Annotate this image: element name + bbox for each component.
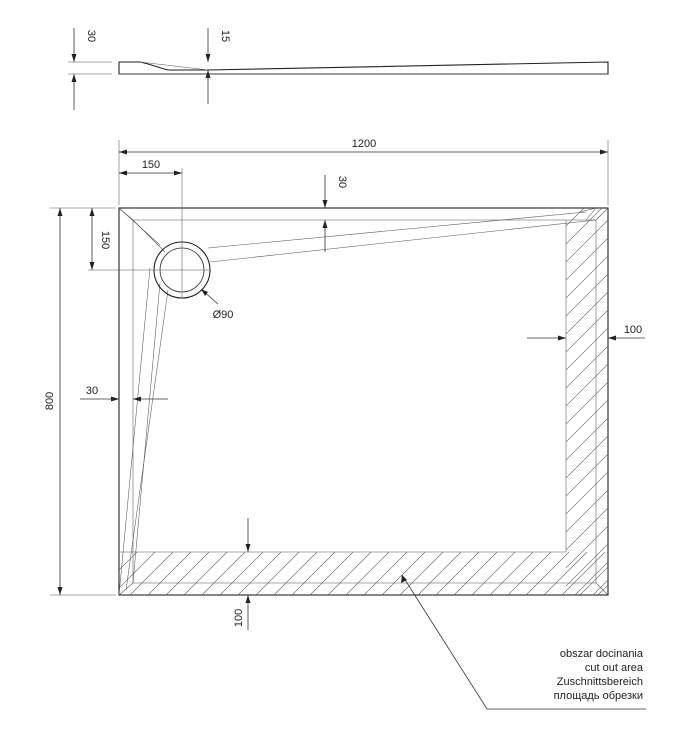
- hatch-line: [201, 552, 246, 595]
- hatch-line: [566, 309, 608, 353]
- hatch-line: [566, 525, 608, 569]
- dim-slope-left-label: 30: [86, 385, 98, 397]
- hatch-line: [417, 552, 462, 595]
- hatch-line: [566, 381, 608, 425]
- dim-side-drain-label: 15: [219, 30, 231, 42]
- dim-drain-offset-x-label: 150: [142, 159, 160, 171]
- dim-cut-right-label: 100: [624, 324, 642, 336]
- plan-view: 1200 150 800 150: [44, 138, 682, 630]
- hatch-line: [566, 208, 567, 209]
- dim-width-label: 1200: [352, 138, 376, 150]
- hatch-line: [255, 552, 300, 595]
- hatch-line: [453, 552, 498, 595]
- hatch-line: [561, 552, 606, 595]
- hatch-line: [273, 552, 318, 595]
- hatch-line: [363, 552, 408, 595]
- dim-drain-diameter-label: Ø90: [213, 309, 234, 321]
- drain: [88, 168, 211, 299]
- hatch-line: [566, 327, 608, 371]
- hatch-line: [183, 552, 228, 595]
- legend-label-pl: obszar docinania: [560, 648, 644, 660]
- hatch-line: [165, 552, 210, 595]
- hatch-line: [566, 255, 608, 299]
- hatch-line: [566, 471, 608, 515]
- legend-label-de: Zuschnittsbereich: [557, 676, 643, 688]
- hatch-line: [129, 552, 174, 595]
- cut-out-area-bottom: [119, 551, 659, 595]
- dim-drain-offset-x: 150: [119, 159, 182, 176]
- hatch-line: [435, 552, 480, 595]
- cut-out-legend: obszar docinania cut out area Zuschnitts…: [401, 574, 646, 710]
- hatch-line: [566, 399, 608, 443]
- hatch-line: [566, 237, 608, 281]
- side-view: 30 15: [68, 28, 609, 110]
- dim-cut-bottom-label: 100: [233, 609, 245, 627]
- legend-label-ru: площадь обрезки: [554, 690, 643, 702]
- hatch-line: [611, 208, 682, 595]
- hatch-line: [119, 552, 138, 571]
- hatch-line: [566, 417, 608, 461]
- dim-cut-bottom: 100: [233, 518, 251, 630]
- hatch-line: [237, 552, 282, 595]
- hatch-line: [291, 552, 336, 595]
- legend-label-en: cut out area: [585, 662, 644, 674]
- hatch-line: [543, 552, 588, 595]
- hatch-line: [147, 552, 192, 595]
- hatch-line: [119, 552, 120, 553]
- dim-side-height: 30: [68, 28, 112, 110]
- dim-cut-right: 100: [527, 324, 645, 341]
- hatch-line: [566, 345, 608, 389]
- hatch-line: [507, 552, 552, 595]
- tray-outline: [118, 207, 609, 596]
- hatch-line: [566, 489, 608, 533]
- hatch-line: [566, 291, 608, 335]
- dim-drain-diameter: Ø90: [201, 289, 233, 321]
- dim-slope-top-label: 30: [336, 176, 348, 188]
- hatch-line: [566, 208, 585, 227]
- hatch-line: [471, 552, 516, 595]
- cut-out-area-right: [565, 208, 682, 595]
- dim-height-label: 800: [44, 392, 56, 410]
- hatch-line: [345, 552, 390, 595]
- hatch-line: [327, 552, 372, 595]
- dim-height: 800: [44, 207, 116, 596]
- hatch-line: [566, 453, 608, 497]
- hatch-line: [119, 552, 156, 589]
- hatch-line: [566, 507, 608, 551]
- dim-width: 1200: [118, 138, 609, 205]
- hatch-line: [525, 552, 570, 595]
- hatch-line: [309, 552, 354, 595]
- hatch-line: [381, 552, 426, 595]
- dim-drain-offset-y: 150: [89, 208, 111, 270]
- hatch-line: [566, 543, 608, 587]
- dim-slope-top: 30: [322, 175, 348, 252]
- hatch-line: [566, 363, 608, 407]
- hatch-line: [566, 219, 608, 263]
- hatch-line: [579, 566, 608, 595]
- dim-side-height-label: 30: [85, 30, 97, 42]
- hatch-line: [574, 561, 608, 595]
- hatch-line: [616, 552, 659, 595]
- hatch-line: [566, 273, 608, 317]
- hatch-line: [489, 552, 534, 595]
- dim-drain-offset-y-label: 150: [99, 231, 111, 249]
- hatch-line: [219, 552, 264, 595]
- dim-side-drain: 15: [205, 28, 231, 104]
- dim-slope-left: 30: [80, 385, 168, 402]
- hatch-line: [566, 208, 603, 245]
- hatch-line: [399, 552, 444, 595]
- hatch-line: [597, 584, 608, 595]
- hatch-line: [566, 435, 608, 479]
